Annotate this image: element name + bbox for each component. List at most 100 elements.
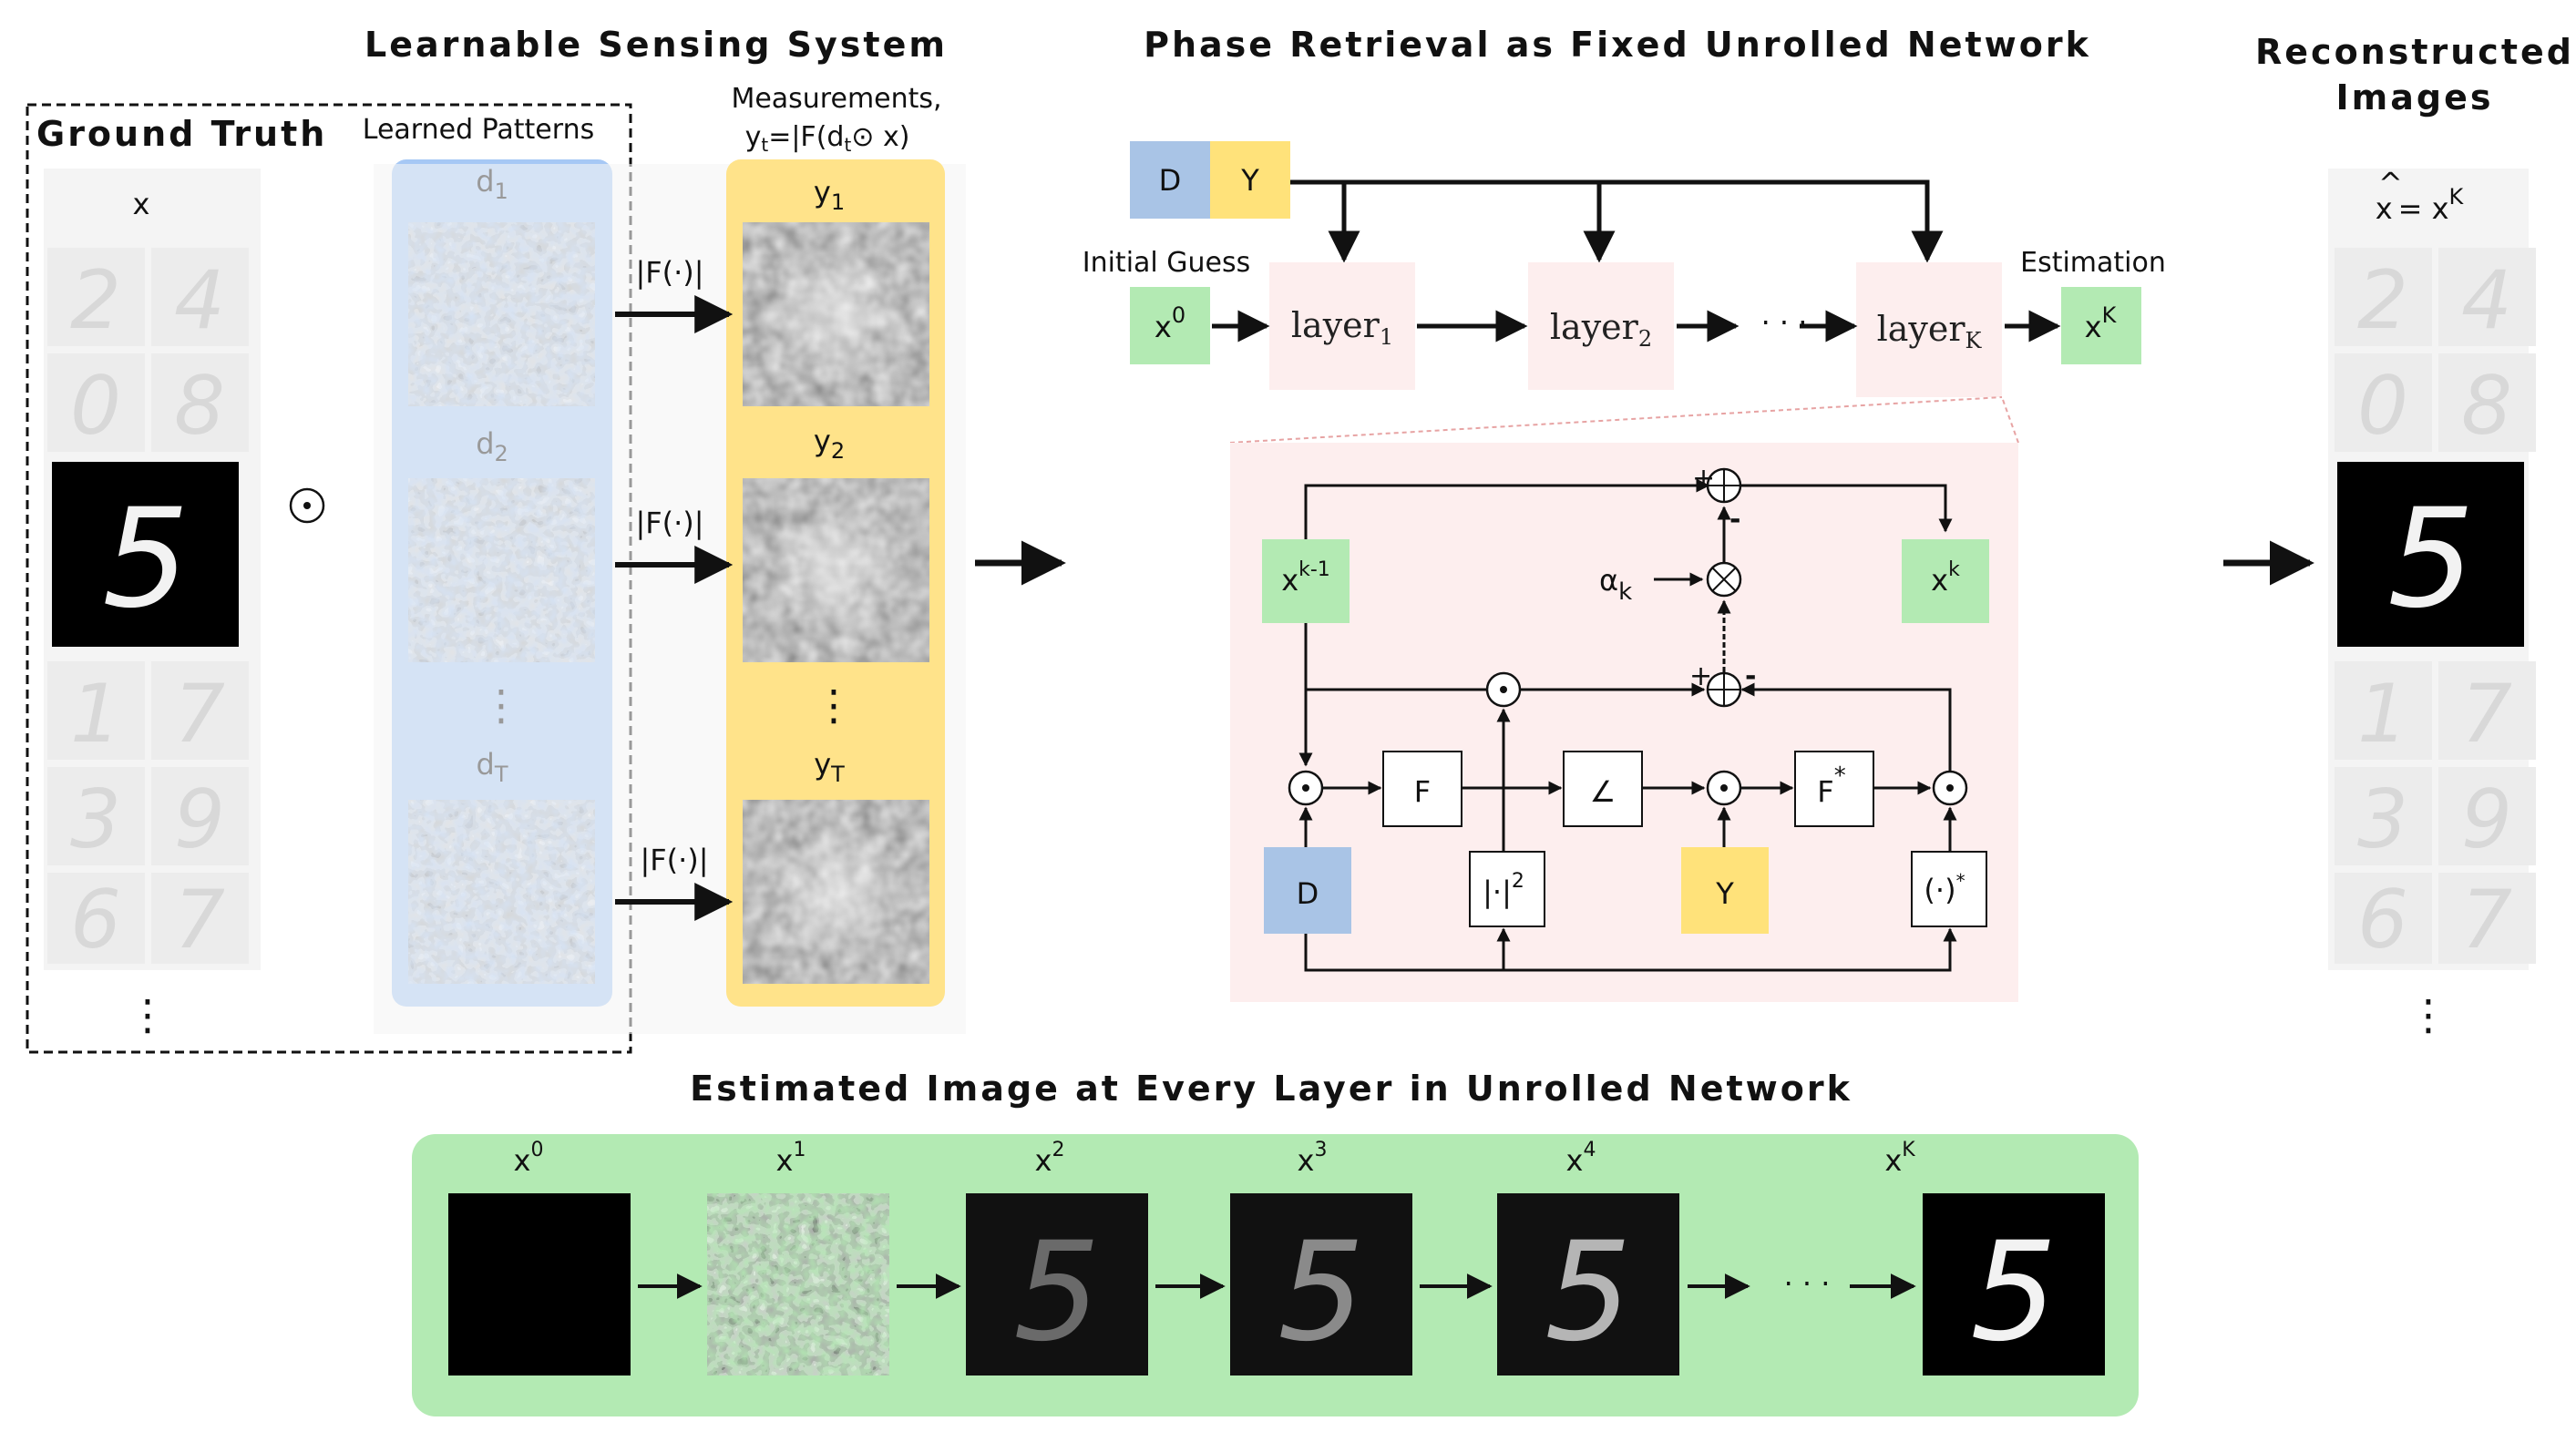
svg-text:5: 5 <box>1278 1213 1364 1372</box>
detail-node-D <box>1264 847 1351 934</box>
layers-dots: · · · <box>1761 305 1808 340</box>
sum-node-mid: + - <box>1689 660 1756 708</box>
block-conj <box>1911 851 1987 927</box>
ground-truth-ellipsis: ⋮ <box>127 990 169 1039</box>
svg-text:+: + <box>1692 463 1715 495</box>
node-xk-label: xk <box>1931 558 1960 598</box>
recon-digit-4: 4 <box>2461 253 2512 347</box>
reconstructed-hat: ^ <box>2378 166 2403 200</box>
node-xK <box>2061 287 2141 364</box>
reconstructed-section-title-2: Images <box>2336 77 2494 118</box>
layer-2-box <box>1528 262 1674 390</box>
svg-text:+: + <box>1689 660 1712 692</box>
estimate-image-2 <box>966 1193 1148 1376</box>
measurements-title: Measurements, <box>731 83 941 115</box>
digit-grid-bottom: 1 7 3 9 6 7 <box>47 661 249 966</box>
node-D <box>1130 141 1210 219</box>
measurement-label-T: yT <box>814 747 845 787</box>
digit-2: 2 <box>70 253 121 347</box>
digit-4: 4 <box>174 253 225 347</box>
estimation-label: Estimation <box>2020 247 2166 279</box>
digit-0: 0 <box>70 359 121 453</box>
detail-node-Y <box>1681 847 1769 934</box>
digit-grid-top: 2 4 0 8 <box>47 248 249 453</box>
estimated-section-title: Estimated Image at Every Layer in Unroll… <box>690 1069 1852 1109</box>
recon-digit-7b: 7 <box>2461 873 2512 966</box>
digit-7: 7 <box>174 667 225 761</box>
measurements-ellipsis: ⋮ <box>813 680 855 730</box>
estimate-image-4 <box>1497 1193 1679 1376</box>
hadamard-node-3 <box>1932 770 1968 806</box>
recon-digit-9: 9 <box>2461 772 2512 866</box>
recon-digit-7: 7 <box>2461 667 2512 761</box>
node-xK-label: xK <box>2085 302 2118 344</box>
ground-truth-panel: Ground Truth x 2 4 0 8 5 1 7 3 9 6 7 ⋮ <box>26 103 632 1054</box>
node-D-label: D <box>1159 163 1182 198</box>
svg-text:5: 5 <box>1545 1213 1631 1372</box>
initial-guess-label: Initial Guess <box>1083 247 1251 279</box>
digit-6: 6 <box>70 873 121 966</box>
node-xk-minus-1 <box>1262 539 1350 623</box>
phase-section-title: Phase Retrieval as Fixed Unrolled Networ… <box>1144 25 2091 65</box>
digit-7b: 7 <box>174 873 225 966</box>
fourier-op-T: |F(·)| <box>640 843 708 877</box>
unrolled-network: D Y Initial Guess Estimation x0 layer1 l… <box>1083 141 2166 397</box>
recon-digit-3: 3 <box>2357 772 2408 866</box>
estimate-image-0 <box>448 1193 631 1376</box>
digit-1: 1 <box>70 667 121 761</box>
hadamard-symbol <box>289 487 325 524</box>
layer-K-box <box>1856 262 2002 397</box>
recon-digit-0: 0 <box>2357 359 2408 453</box>
svg-text:5: 5 <box>1013 1213 1100 1372</box>
layer-1-label: layer1 <box>1291 305 1393 350</box>
estimate-label-K: xK <box>1884 1139 1915 1178</box>
sum-node-top: + - <box>1692 463 1742 536</box>
patterns-title: Learned Patterns <box>363 114 594 146</box>
svg-text:-: - <box>1729 504 1740 536</box>
node-xk-minus-1-label: xk-1 <box>1281 558 1330 598</box>
block-Fstar-label: F* <box>1817 762 1845 809</box>
estimate-label-3: x3 <box>1298 1139 1328 1178</box>
hadamard-node-mid <box>1485 671 1522 708</box>
fourier-op-1: |F(·)| <box>635 255 703 290</box>
node-xk <box>1902 539 1989 623</box>
reconstructed-formula: x= xK <box>2376 184 2465 226</box>
ground-truth-var: x <box>133 187 150 221</box>
digit-5: 5 <box>102 480 189 639</box>
measurements-panel: Measurements, yt=|F(dt⊙ x) y1 y2 ⋮ yT <box>726 83 945 1007</box>
layer-1-box <box>1269 262 1415 390</box>
svg-text:-: - <box>1745 660 1756 692</box>
svg-text:5: 5 <box>1970 1213 2057 1372</box>
estimate-image-3 <box>1230 1193 1412 1376</box>
recon-digit-5: 5 <box>2387 480 2474 639</box>
estimate-label-1: x1 <box>776 1139 806 1178</box>
estimate-image-1 <box>707 1193 889 1376</box>
recon-digit-1: 1 <box>2357 667 2408 761</box>
estimates-panel: x0 x1 x2 5 x3 5 x4 5 xK 5 · · · <box>412 1134 2139 1416</box>
block-angle-label: ∠ <box>1590 774 1616 809</box>
multiply-node <box>1706 561 1742 598</box>
fourier-op-2: |F(·)| <box>635 506 703 540</box>
estimate-label-0: x0 <box>514 1139 544 1178</box>
reconstructed-section-title: Reconstructed <box>2255 32 2574 72</box>
layer-2-label: layer2 <box>1550 307 1652 352</box>
digit-8: 8 <box>174 359 225 453</box>
block-F <box>1382 751 1462 827</box>
block-F-label: F <box>1414 774 1431 809</box>
alpha-label: αk <box>1599 563 1632 606</box>
block-conj-label: (·)* <box>1924 870 1965 907</box>
node-x0-label: x0 <box>1155 302 1185 344</box>
digit-3: 3 <box>70 772 121 866</box>
fourier-arrows: |F(·)| |F(·)| |F(·)| <box>615 255 734 921</box>
estimates-dots: · · · <box>1784 1266 1831 1301</box>
hadamard-node-2 <box>1706 770 1742 806</box>
layer-detail-panel: + - αk xk-1 xk <box>1230 443 2018 1002</box>
recon-digit-6: 6 <box>2357 873 2408 966</box>
digit-9: 9 <box>174 772 225 866</box>
block-Fstar <box>1794 751 1874 827</box>
recon-digit-8: 8 <box>2461 359 2512 453</box>
ground-truth-title: Ground Truth <box>36 114 327 154</box>
reconstructed-ellipsis: ⋮ <box>2407 990 2449 1039</box>
estimate-label-4: x4 <box>1566 1139 1596 1178</box>
